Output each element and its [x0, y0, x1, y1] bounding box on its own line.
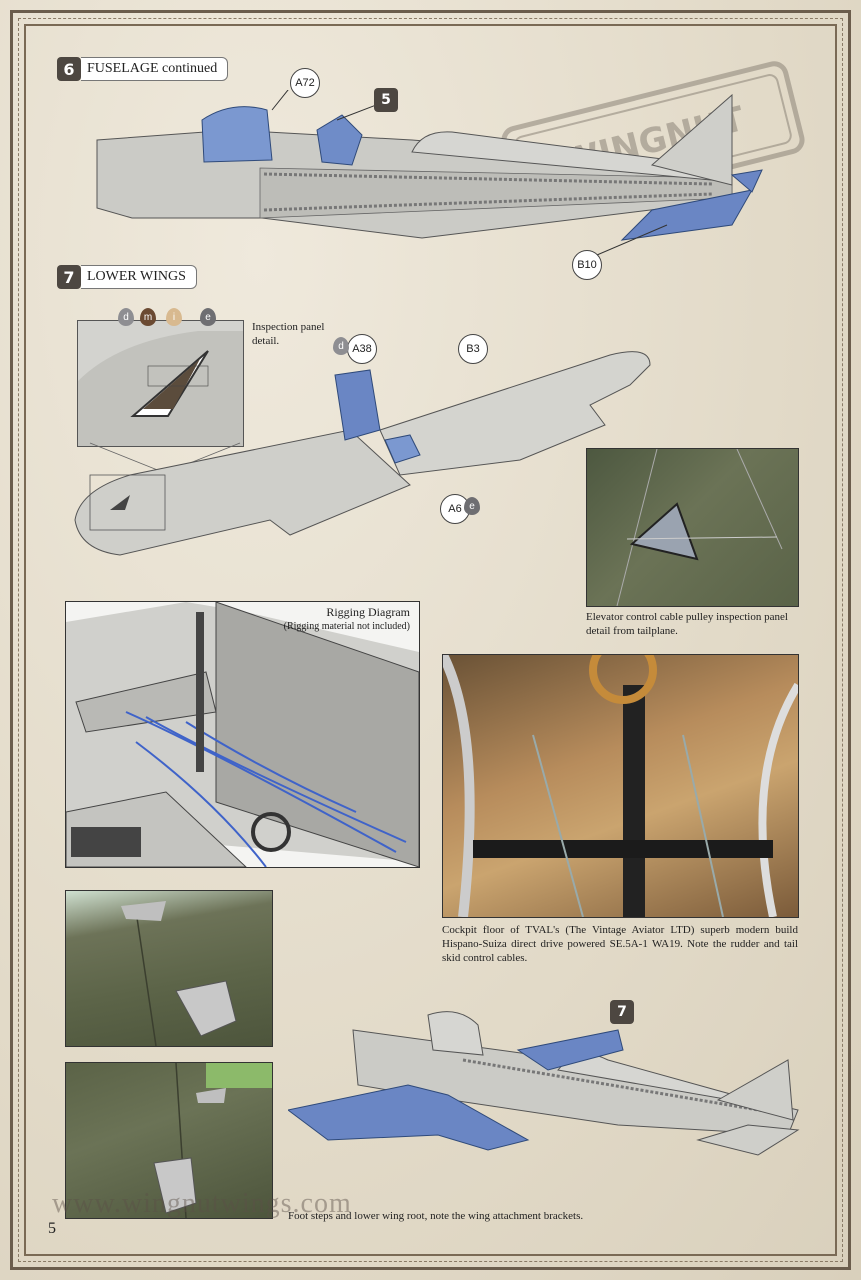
callout-a38: A38: [347, 334, 377, 364]
paint-drop-m: m: [140, 308, 156, 326]
page-border-middle: [18, 18, 843, 1262]
page-border-outer: [10, 10, 851, 1270]
assembled-fuselage-wings-drawing: [288, 1011, 800, 1156]
inspection-panel-label: Inspection panel detail.: [252, 321, 325, 347]
paint-drop-e: e: [200, 308, 216, 326]
callout-b3: B3: [458, 334, 488, 364]
fuselage-drawing: [96, 90, 763, 256]
paint-drop-a38: d: [333, 337, 349, 355]
rigging-diagram: [65, 601, 420, 868]
paint-drop-i: i: [166, 308, 182, 326]
callout-b10: B10: [572, 250, 602, 280]
lower-wings-drawing: [74, 351, 651, 556]
cockpit-photo-caption: Cockpit floor of TVAL's (The Vintage Avi…: [442, 924, 798, 964]
elevator-photo-caption: Elevator control cable pulley inspection…: [586, 611, 788, 637]
cockpit-floor-photo: [442, 654, 799, 918]
footstep-photo-2: [65, 1062, 273, 1219]
paint-drop-a6: e: [464, 497, 480, 515]
page-border-inner: [24, 24, 837, 1256]
step-6-title: FUSELAGE continued: [81, 57, 229, 81]
step-6-number: 6: [57, 57, 81, 81]
rigging-diagram-title: Rigging Diagram: [326, 605, 410, 619]
elevator-inspection-photo: [586, 448, 799, 607]
result-step-7-badge: 7: [610, 1000, 634, 1024]
step-7-number: 7: [57, 265, 81, 289]
paint-drop-d: d: [118, 308, 134, 326]
page-number: 5: [48, 1220, 56, 1237]
website-watermark: www.wingnutwings.com: [52, 1188, 352, 1219]
callout-a72: A72: [290, 68, 320, 98]
callout-step-5: 5: [374, 88, 398, 112]
step-6-heading: 6 FUSELAGE continued: [57, 57, 229, 81]
footstep-photo-1: [65, 890, 273, 1047]
inspection-detail-inset: [77, 320, 244, 447]
step-7-heading: 7 LOWER WINGS: [57, 265, 197, 289]
footstep-photo-caption: Foot steps and lower wing root, note the…: [288, 1210, 584, 1222]
step-7-title: LOWER WINGS: [81, 265, 197, 289]
rigging-diagram-subtitle: (Rigging material not included): [283, 621, 410, 632]
